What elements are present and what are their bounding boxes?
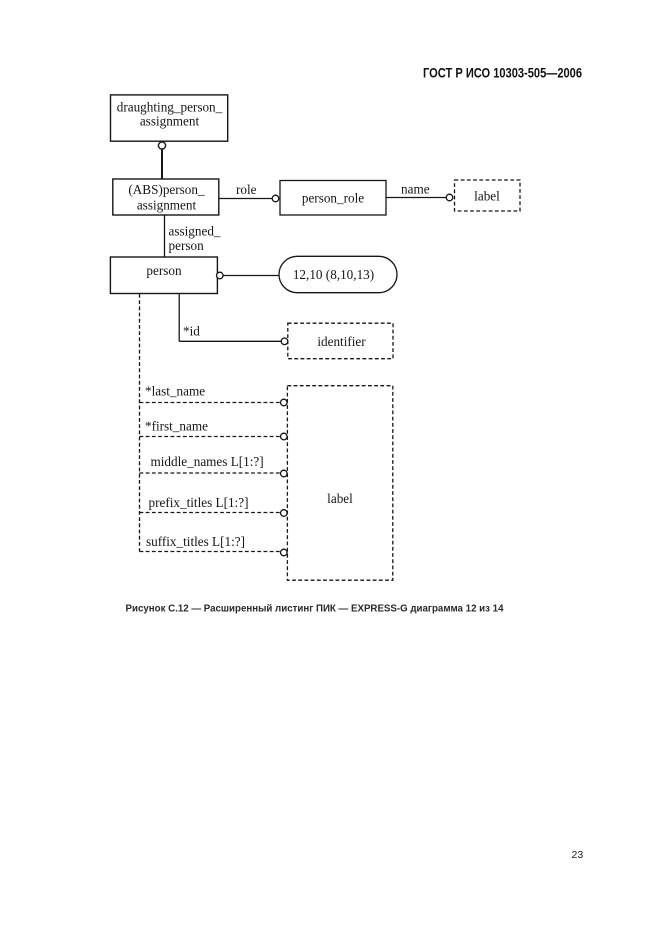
svg-text:middle_names L[1:?]: middle_names L[1:?] xyxy=(151,454,264,469)
svg-text:person: person xyxy=(146,263,182,278)
svg-text:assigned_: assigned_ xyxy=(169,224,221,239)
svg-text:person: person xyxy=(169,238,205,253)
svg-text:label: label xyxy=(327,491,353,506)
svg-text:identifier: identifier xyxy=(317,334,366,349)
svg-text:prefix_titles L[1:?]: prefix_titles L[1:?] xyxy=(149,495,249,510)
svg-text:*id: *id xyxy=(183,323,200,338)
svg-text:person_role: person_role xyxy=(302,191,364,206)
svg-text:label: label xyxy=(474,189,500,204)
svg-text:12,10 (8,10,13): 12,10 (8,10,13) xyxy=(293,267,374,282)
svg-text:ГОСТ Р ИСО 10303-505—2006: ГОСТ Р ИСО 10303-505—2006 xyxy=(423,65,582,80)
svg-text:Рисунок С.12 — Расширенный лис: Рисунок С.12 — Расширенный листинг ПИК —… xyxy=(126,604,504,615)
svg-text:*last_name: *last_name xyxy=(145,384,205,399)
svg-text:23: 23 xyxy=(572,849,584,861)
svg-text:assignment: assignment xyxy=(140,113,200,128)
svg-text:draughting_person_: draughting_person_ xyxy=(117,100,223,115)
svg-text:(ABS)person_: (ABS)person_ xyxy=(128,182,205,197)
svg-text:name: name xyxy=(401,182,430,197)
svg-text:assignment: assignment xyxy=(137,198,197,213)
svg-text:*first_name: *first_name xyxy=(145,419,208,434)
svg-text:role: role xyxy=(236,182,257,197)
svg-text:suffix_titles L[1:?]: suffix_titles L[1:?] xyxy=(146,534,245,549)
